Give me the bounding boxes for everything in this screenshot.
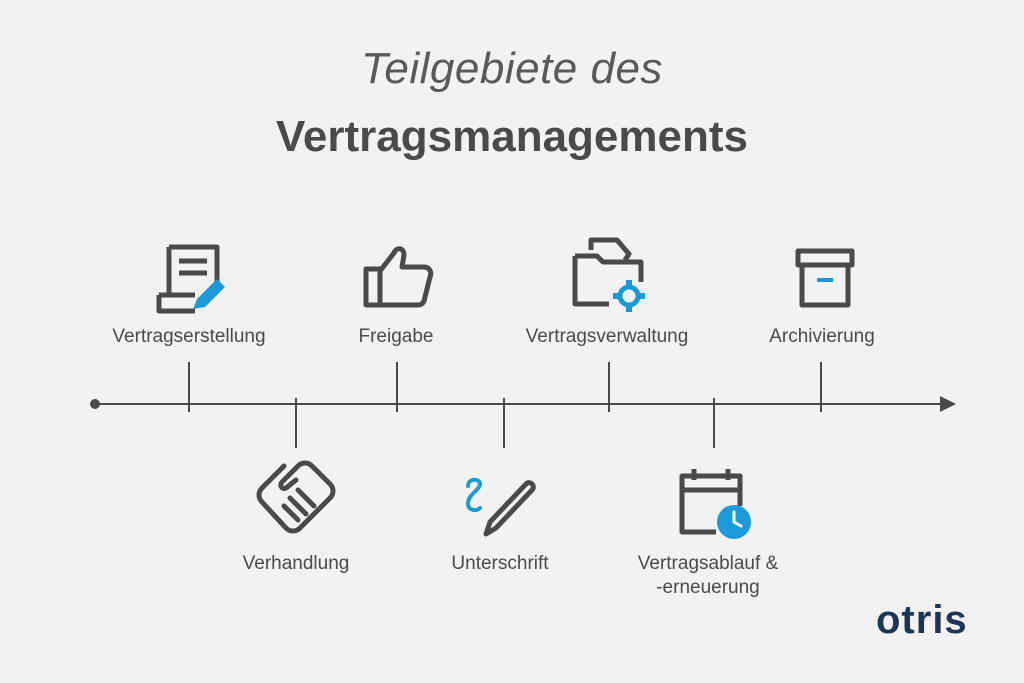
calendar-clock-icon <box>679 469 751 539</box>
document-edit-icon <box>156 244 225 314</box>
archive-box-icon <box>795 248 855 308</box>
label-erneuerung: -erneuerung <box>656 577 760 598</box>
timeline-arrow <box>940 396 956 412</box>
title-line-2: Vertragsmanagements <box>276 112 748 161</box>
label-freigabe: Freigabe <box>358 326 434 347</box>
label-unterschrift: Unterschrift <box>451 553 549 574</box>
title-line-1: Teilgebiete des <box>361 44 663 93</box>
handshake-icon <box>256 460 336 534</box>
label-vertragserstellung: Vertragserstellung <box>112 326 266 347</box>
label-verhandlung: Verhandlung <box>242 553 350 574</box>
label-vertragsablauf: Vertragsablauf & <box>637 553 779 574</box>
label-archivierung: Archivierung <box>769 326 875 347</box>
thumbs-up-icon <box>363 246 434 308</box>
folder-gear-icon <box>572 237 645 312</box>
signature-pen-icon <box>465 477 536 537</box>
label-vertragsverwaltung: Vertragsverwaltung <box>525 326 689 347</box>
otris-logo: otris <box>876 598 968 642</box>
